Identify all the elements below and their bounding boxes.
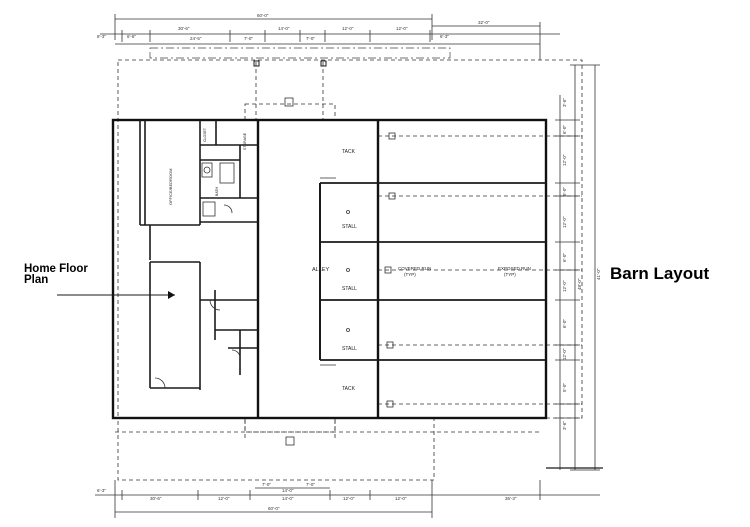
room-stall-2: STALL	[342, 286, 357, 292]
room-covered-run: COVERED RUN	[398, 266, 431, 271]
dim-bottom-inner-0: 7'-0"	[262, 482, 271, 487]
roof-overhang-outline	[115, 47, 583, 481]
room-exposed-run-sub: (TYP)	[504, 272, 516, 277]
dim-right-10: 3'-6"	[562, 421, 567, 430]
dim-bottom-6: 36'-3"	[505, 496, 517, 501]
dim-top-6: 7'-0"	[306, 36, 315, 41]
room-storage: STORAGE	[243, 132, 247, 150]
dim-right-0: 3'-6"	[562, 98, 567, 107]
room-stall-3: STALL	[342, 346, 357, 352]
dim-bottom-3: 14'-0"	[282, 496, 294, 501]
dim-top-1: 6'-6"	[127, 34, 136, 39]
room-covered-run-sub: (TYP)	[404, 272, 416, 277]
dim-right-6: 12'-0"	[562, 280, 567, 292]
dim-top-3: 24'-5"	[190, 36, 202, 41]
dim-right-5: 6'-0"	[562, 253, 567, 262]
dim-top-4: 7'-0"	[244, 36, 253, 41]
dim-right-4: 12'-0"	[562, 216, 567, 228]
dim-right-7: 6'-0"	[562, 319, 567, 328]
column-markers	[346, 132, 396, 408]
room-stall-1: STALL	[342, 224, 357, 230]
dim-bottom-1: 30'-6"	[150, 496, 162, 501]
home-floor-plan-label-line1: Home Floor	[24, 263, 88, 275]
top-dimension-lines: 60'-0" 32'-0" 8'-3" 6'-6" 30'-6" 24'-5" …	[97, 13, 560, 60]
room-tack-bottom: TACK	[342, 386, 356, 392]
building-walls	[111, 118, 548, 420]
dim-bottom-4: 12'-0"	[343, 496, 355, 501]
dim-right-2: 12'-0"	[562, 154, 567, 166]
right-dimension-lines: 3'-6" 6'-0" 12'-0" 6'-0" 12'-0" 6'-0" 12…	[546, 64, 603, 471]
room-alley: ALLEY	[312, 267, 329, 273]
dim-right-3: 6'-0"	[562, 187, 567, 196]
room-labels: ALLEY TACK TACK STALL STALL STALL COVERE…	[168, 127, 531, 392]
dim-bottom-inner-2: 14'-0"	[282, 488, 294, 493]
dim-bottom-2: 12'-0"	[218, 496, 230, 501]
room-tack-top: TACK	[342, 149, 356, 155]
room-exposed-run: EXPOSED RUN	[498, 266, 531, 271]
house-interior-walls	[57, 120, 258, 390]
dim-bottom-overall: 60'-0"	[268, 506, 280, 511]
dim-bottom-5: 12'-0"	[395, 496, 407, 501]
dim-top-2: 30'-6"	[178, 26, 190, 31]
dim-right-9: 5'-0"	[562, 383, 567, 392]
dim-right-1: 6'-0"	[562, 125, 567, 134]
dim-bottom-inner-1: 7'-0"	[306, 482, 315, 487]
room-closet: CLOSET	[203, 127, 207, 142]
dim-top-9: 6'-3"	[440, 34, 449, 39]
room-bath: BATH	[215, 186, 219, 196]
home-floor-plan-label-line2: Plan	[24, 274, 48, 286]
dim-top-7: 12'-0"	[342, 26, 354, 31]
bottom-dimension-lines: 6'-3" 30'-6" 12'-0" 14'-0" 12'-0" 12'-0"…	[95, 480, 600, 518]
dim-top-overall: 60'-0"	[257, 13, 269, 18]
dim-top-8: 12'-0"	[396, 26, 408, 31]
room-office-bedroom: OFFICE/BEDROOM	[168, 169, 173, 205]
dim-right-total-2: 41'-0"	[596, 268, 601, 280]
dim-top-0: 8'-3"	[97, 34, 106, 39]
dim-bottom-0: 6'-3"	[97, 488, 106, 493]
dim-right-total: 48'-0"	[577, 278, 582, 290]
dim-top-right: 32'-0"	[478, 20, 490, 25]
dim-right-8: 12'-0"	[562, 348, 567, 360]
barn-layout-label: Barn Layout	[610, 264, 710, 283]
dim-top-5: 14'-0"	[278, 26, 290, 31]
